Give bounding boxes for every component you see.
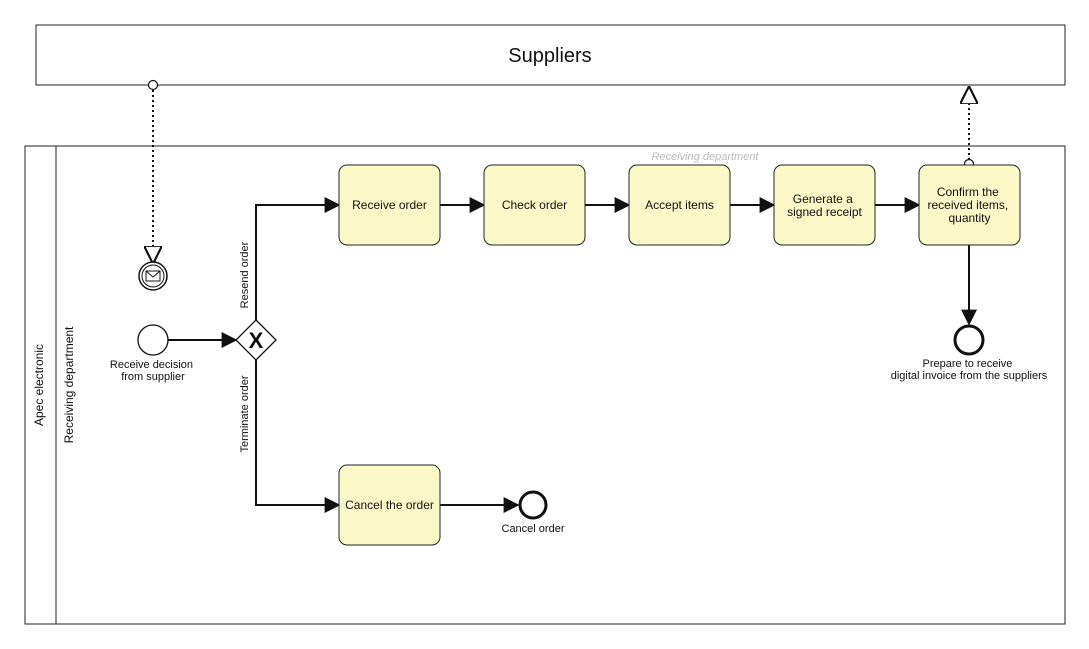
- envelope-icon: [145, 270, 161, 282]
- end-event-invoice-label: Prepare to receive digital invoice from …: [891, 358, 1048, 382]
- task-accept-items[interactable]: Accept items: [628, 164, 731, 246]
- gateway-label-resend: Resend order: [239, 241, 251, 308]
- lane-label: Receiving department: [62, 326, 76, 443]
- task-generate-receipt-label: Generate a signed receipt: [787, 192, 862, 219]
- task-cancel-order-label: Cancel the order: [345, 498, 434, 512]
- gateway-x-icon: X: [249, 328, 264, 353]
- task-confirm-items-label: Confirm the received items, quantity: [927, 185, 1011, 225]
- task-check-order-label: Check order: [502, 198, 567, 212]
- task-accept-items-label: Accept items: [645, 198, 714, 212]
- end-event-cancel-label: Cancel order: [502, 523, 565, 535]
- pool-label: Apec electronic: [32, 344, 46, 426]
- flow-gateway-to-receive[interactable]: [255, 197, 341, 320]
- message-flow-suppliers-to-start[interactable]: [149, 79, 158, 263]
- gateway-label-terminate: Terminate order: [239, 375, 251, 452]
- sequence-flows: [168, 197, 977, 513]
- message-event[interactable]: [138, 261, 168, 291]
- task-generate-receipt[interactable]: Generate a signed receipt: [773, 164, 876, 246]
- task-confirm-items[interactable]: Confirm the received items, quantity: [918, 164, 1021, 246]
- task-check-order[interactable]: Check order: [483, 164, 586, 246]
- exclusive-gateway[interactable]: X Resend order Terminate order: [235, 241, 277, 453]
- end-event-cancel[interactable]: Cancel order: [502, 490, 565, 535]
- task-receive-order[interactable]: Receive order: [338, 164, 441, 246]
- start-event-label: Receive decision from supplier: [110, 359, 196, 383]
- suppliers-pool-title: Suppliers: [508, 45, 591, 67]
- suppliers-pool[interactable]: Suppliers: [35, 24, 1066, 86]
- task-receive-order-label: Receive order: [352, 198, 427, 212]
- end-event-invoice[interactable]: Prepare to receive digital invoice from …: [891, 324, 1048, 382]
- flow-gateway-to-cancel[interactable]: [255, 360, 341, 513]
- lane-watermark: Receiving department: [651, 151, 759, 163]
- task-cancel-order[interactable]: Cancel the order: [338, 464, 441, 546]
- start-event[interactable]: Receive decision from supplier: [110, 324, 196, 383]
